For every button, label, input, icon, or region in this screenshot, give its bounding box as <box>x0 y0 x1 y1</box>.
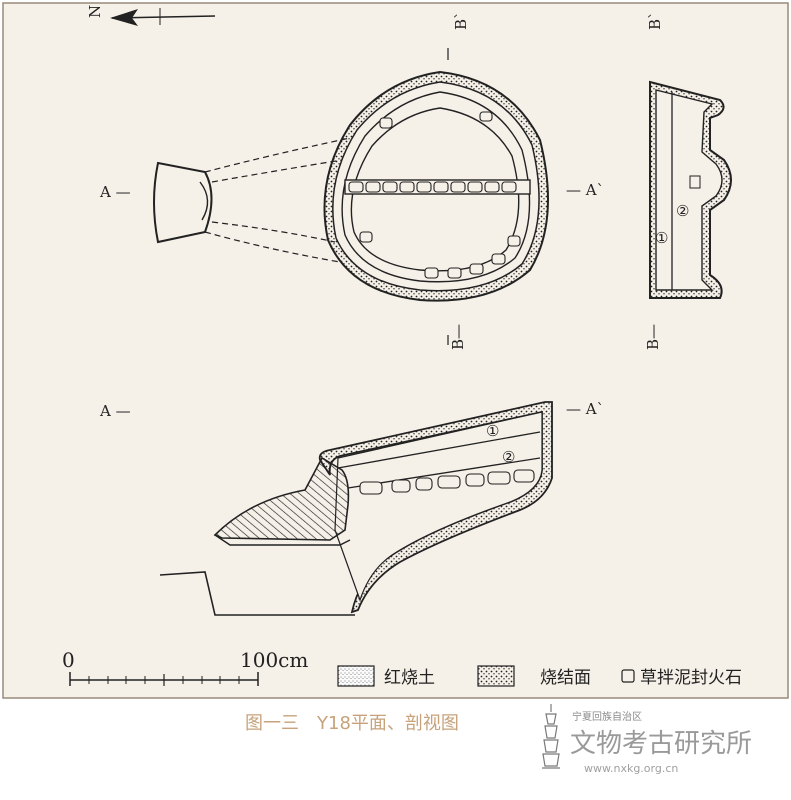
legend-swatch-fired-surface <box>477 665 515 687</box>
section-stone-row <box>359 469 535 495</box>
watermark-url: www.nxkg.org.cn <box>584 762 678 775</box>
label-a2-right: — A` <box>566 400 604 418</box>
watermark-org-large: 文物考古研究所 <box>570 729 752 759</box>
label-b-bottom-right: B— <box>644 324 662 350</box>
label-b-bottom: B— <box>449 324 467 350</box>
pagoda-icon <box>542 704 560 769</box>
layer-marker-1-right: ① <box>655 229 668 247</box>
scale-zero: 0 <box>62 648 75 672</box>
label-a-left: A — <box>99 183 131 201</box>
label-a-right: — A` <box>566 181 604 199</box>
plan-stone-row <box>348 181 517 193</box>
north-arrow: N <box>86 5 216 26</box>
plan-kiln-chamber <box>323 70 549 302</box>
legend-swatch-stone <box>621 669 635 683</box>
figure-caption: 图一三 Y18平面、剖视图 <box>245 713 459 734</box>
scale-max: 100cm <box>240 648 308 672</box>
layer-marker-2-right: ② <box>676 202 689 220</box>
legend-label-stone: 草拌泥封火石 <box>640 668 742 688</box>
legend-swatch-red-soil <box>337 665 375 687</box>
label-a2-left: A — <box>99 402 131 420</box>
legend-label-fired-surface: 烧结面 <box>540 668 591 688</box>
section-b: ① ② <box>649 80 732 299</box>
layer-marker-2-section: ② <box>502 448 515 466</box>
legend-label-red-soil: 红烧土 <box>384 668 435 688</box>
legend: 红烧土 烧结面 草拌泥封火石 <box>337 665 742 688</box>
plan-fire-mouth <box>153 137 351 263</box>
watermark-org-small: 宁夏回族自治区 <box>572 710 642 723</box>
watermark-logo: 宁夏回族自治区 文物考古研究所 www.nxkg.org.cn <box>542 704 752 775</box>
layer-marker-1-section: ① <box>486 422 499 440</box>
north-label: N <box>86 5 104 18</box>
scale-bar: 0 100cm <box>62 648 308 686</box>
section-a: ① ② <box>159 401 553 616</box>
label-b-top: B` <box>452 11 470 30</box>
label-b-top-right: B` <box>646 11 664 30</box>
